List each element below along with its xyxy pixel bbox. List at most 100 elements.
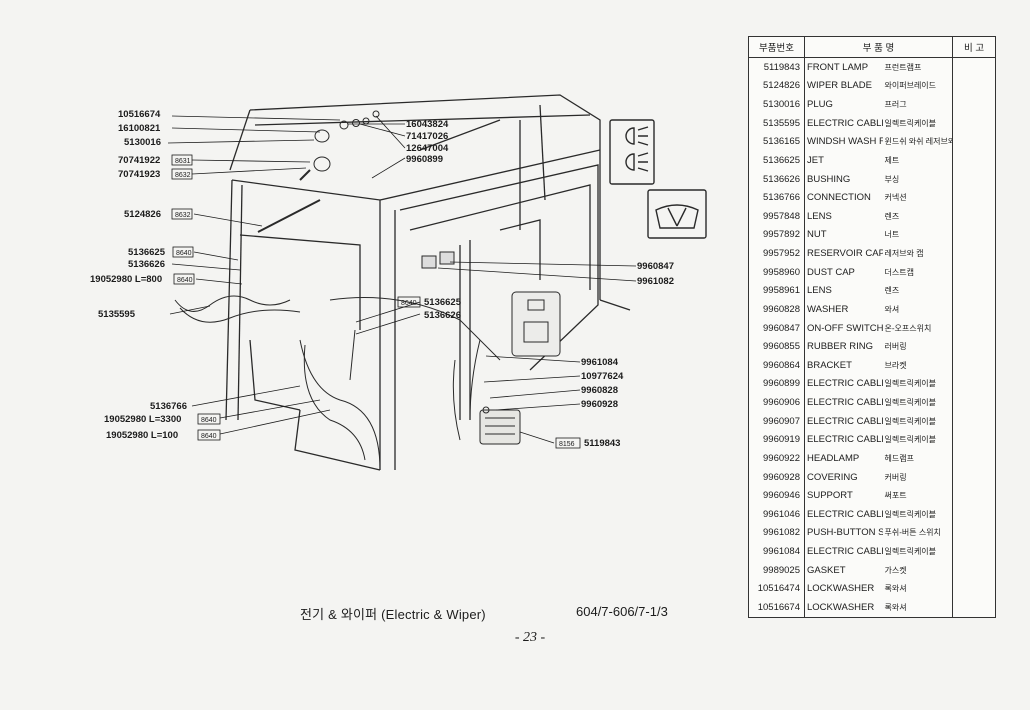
callout-16043824: 16043824 — [406, 119, 449, 130]
part-name-kr: 프런트램프 — [884, 62, 922, 72]
part-number: 10516474 — [748, 579, 805, 599]
svg-text:8631: 8631 — [175, 158, 191, 165]
parts-table-header: 부품번호 부 품 명 비 고 — [748, 36, 996, 58]
callout-5136626: 5136626 — [128, 259, 165, 270]
part-name-en: BRACKET — [807, 359, 852, 371]
callout-9960828: 9960828 — [581, 385, 618, 396]
part-name-kr: 와이퍼브레이드 — [884, 81, 937, 91]
callout-70741923: 70741923 — [118, 169, 160, 180]
remarks-cell — [952, 467, 996, 487]
part-name-en: LOCKWASHER — [807, 583, 875, 595]
remarks-cell — [952, 132, 996, 152]
part-name-kr: 레저브와 캡 — [884, 249, 924, 259]
part-number: 5124826 — [748, 76, 805, 96]
callout-9961082: 9961082 — [637, 276, 674, 287]
part-name-kr: 록와셔 — [884, 603, 907, 613]
part-number: 5130016 — [748, 95, 805, 114]
part-number: 5136626 — [748, 169, 805, 189]
callout-19052980-l3300: 19052980 L=3300 — [104, 414, 181, 425]
part-number: 5119843 — [748, 57, 805, 77]
part-name-en: BUSHING — [807, 173, 851, 185]
part-name-en: NUT — [807, 229, 827, 241]
part-number: 9960847 — [748, 318, 805, 338]
part-name-kr: 더스트캡 — [884, 267, 914, 277]
remarks-cell — [952, 337, 996, 357]
remarks-cell — [952, 356, 996, 375]
svg-text:8156: 8156 — [559, 441, 575, 448]
part-name-en: LENS — [807, 210, 832, 222]
cable-harness-drawing — [174, 295, 501, 471]
remarks-cell — [952, 262, 996, 282]
part-name-en: RESERVOIR CAP — [807, 248, 883, 260]
part-name-en: ELECTRIC CABLE — [807, 378, 883, 390]
remarks-cell — [952, 449, 996, 468]
part-name-kr: 일렉트릭케이블 — [884, 435, 937, 445]
callout-5135595: 5135595 — [98, 309, 136, 320]
headlamp-drawing — [479, 409, 521, 445]
part-number: 9960899 — [748, 374, 805, 394]
part-number: 9960928 — [748, 467, 805, 487]
part-number: 5136165 — [748, 132, 805, 152]
callout-71417026: 71417026 — [406, 131, 448, 142]
remarks-cell — [952, 598, 996, 618]
part-name-en: PUSH-BUTTON SWITCH — [807, 527, 883, 539]
callout-5136625-right: 5136625 — [424, 297, 462, 308]
remarks-cell — [952, 579, 996, 599]
part-number: 9960919 — [748, 430, 805, 450]
part-number: 9958960 — [748, 262, 805, 282]
remarks-cell — [952, 113, 996, 133]
callout-16100821: 16100821 — [118, 123, 161, 134]
callout-5136625: 5136625 — [128, 247, 166, 258]
remarks-cell — [952, 225, 996, 245]
part-name-en: ELECTRIC CABLE — [807, 117, 883, 129]
callout-9961084: 9961084 — [581, 357, 619, 368]
part-name-en: WIPER BLADE — [807, 80, 872, 92]
callout-10516674: 10516674 — [118, 109, 161, 120]
callout-5136766: 5136766 — [150, 401, 187, 412]
ref-box: 8632 — [171, 208, 193, 220]
ref-box: 8640 — [172, 246, 194, 258]
part-name-kr: 록와셔 — [884, 584, 907, 594]
part-number: 9961084 — [748, 542, 805, 561]
part-name-en: WINDSH WASH RESERVOIR — [807, 136, 883, 148]
wiper-arm-drawing — [257, 169, 321, 233]
part-number: 9957892 — [748, 225, 805, 245]
ref-box: 8631 — [171, 154, 193, 166]
part-number: 5136625 — [748, 151, 805, 170]
part-name-kr: 윈드쉬 와쉬 레저브와 — [884, 137, 953, 147]
part-name-kr: 와셔 — [884, 304, 900, 314]
remarks-cell — [952, 411, 996, 431]
part-name-en: FRONT LAMP — [807, 61, 869, 73]
part-name-kr: 부싱 — [884, 174, 900, 184]
wiper-symbol-icon — [647, 189, 707, 239]
ref-box: 8156 — [555, 437, 581, 449]
parts-diagram: 10516674 16100821 5130016 70741922 70741… — [90, 94, 707, 471]
part-name-kr: 렌즈 — [884, 286, 900, 296]
svg-text:8640: 8640 — [201, 433, 217, 440]
part-name-kr: 써포트 — [884, 491, 907, 501]
header-remarks: 비 고 — [952, 36, 996, 58]
part-number: 9960906 — [748, 393, 805, 412]
svg-text:8640: 8640 — [176, 250, 192, 257]
part-name-kr: 일렉트릭케이블 — [884, 547, 937, 557]
part-name-kr: 렌즈 — [884, 211, 900, 221]
part-name-kr: 프러그 — [884, 100, 907, 110]
part-name-kr: 일렉트릭케이블 — [884, 118, 937, 128]
part-number: 9960828 — [748, 300, 805, 319]
